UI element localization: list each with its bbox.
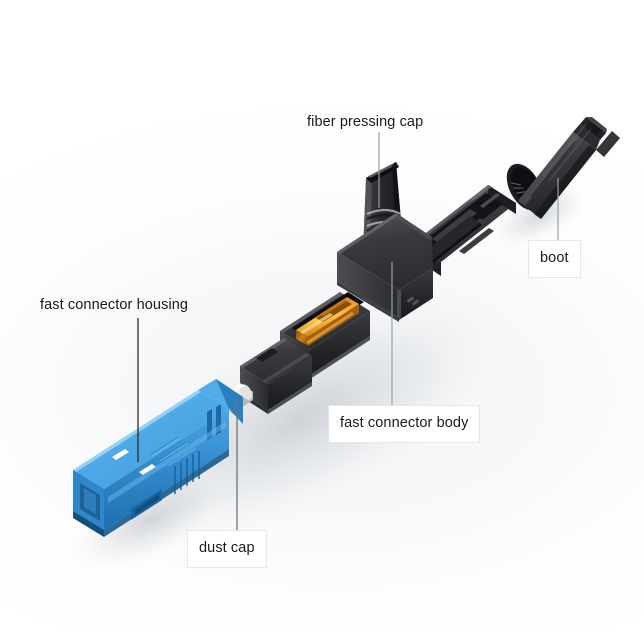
fast-connector-body-block — [337, 213, 433, 322]
boot-part — [506, 117, 620, 219]
label-boot: boot — [529, 241, 580, 277]
ground-shadow — [63, 179, 594, 576]
leader-lines — [137, 132, 559, 531]
fast-connector-housing-part — [73, 379, 243, 537]
label-fiber-pressing-cap: fiber pressing cap — [307, 114, 424, 130]
label-fast-connector-body: fast connector body — [329, 406, 480, 442]
label-fast-connector-housing: fast connector housing — [40, 297, 189, 313]
label-dust-cap: dust cap — [188, 531, 266, 567]
